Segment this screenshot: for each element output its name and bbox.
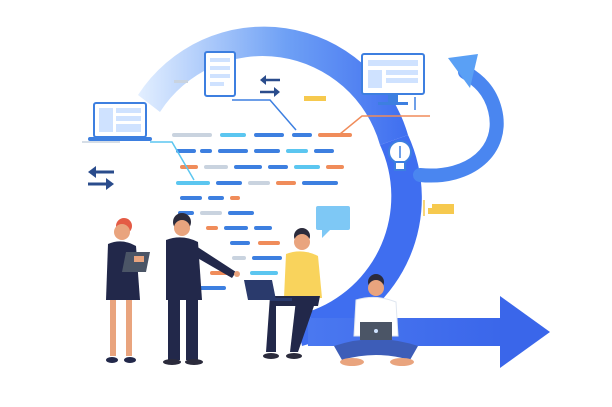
swap-arrows-small-icon <box>260 75 280 97</box>
document-icon <box>174 51 236 97</box>
swap-arrows-icon <box>88 166 114 190</box>
chat-bubble-icon <box>316 206 350 238</box>
lightbulb-icon <box>388 140 412 171</box>
code-lines <box>172 133 352 290</box>
connector-lines <box>82 97 430 181</box>
man-cross-legged-with-laptop <box>334 274 418 366</box>
monitor-icon <box>361 53 425 105</box>
laptop-icon <box>88 102 152 141</box>
woman-with-tablet <box>106 218 150 363</box>
man-pointing <box>163 213 240 365</box>
refresh-arrow-icon <box>413 54 504 183</box>
forward-arrow-icon <box>308 296 550 368</box>
man-sitting-with-laptop <box>244 228 322 359</box>
note-icon <box>304 96 454 216</box>
